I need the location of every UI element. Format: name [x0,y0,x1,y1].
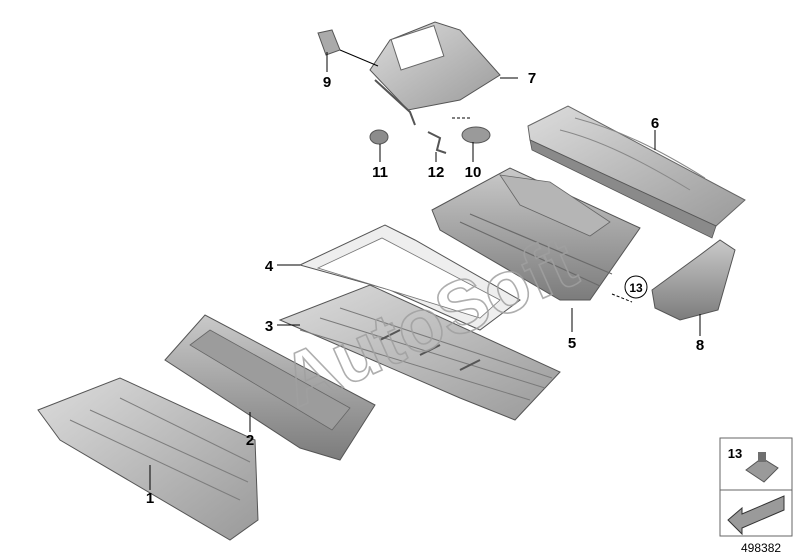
callout-3: 3 [265,318,273,335]
part-6-rear-panel [527,105,746,239]
part-12-bracket-small [427,131,447,154]
callout-2: 2 [246,432,254,449]
callout-12: 12 [428,164,445,181]
callout-10: 10 [465,164,482,181]
callout-5: 5 [568,335,576,352]
callout-11: 11 [372,164,388,181]
callout-1: 1 [146,490,154,507]
part-11-grommet [369,129,389,145]
callout-4: 4 [265,258,274,275]
leader-lines [149,49,701,490]
part-1-front-floor [37,377,259,541]
callout-7: 7 [528,70,536,87]
callout-13: 13 [629,281,643,295]
arrow-icon [727,495,785,536]
callout-9: 9 [323,74,331,91]
part-4-floor-section [298,224,521,331]
part-8-bracket [651,239,736,321]
callout-13-circle [624,275,648,299]
callout-8: 8 [696,337,704,354]
part-9-clip [317,29,341,56]
part-10-plug [461,126,491,144]
legend-label: 13 [728,446,742,461]
callout-6: 6 [651,115,659,132]
part-2-tunnel-panel [164,314,376,461]
part-7-bracket [369,21,501,126]
document-number: 498382 [741,541,782,555]
part-3-floor-pan [278,284,561,421]
part-5-cross-member [431,167,641,301]
